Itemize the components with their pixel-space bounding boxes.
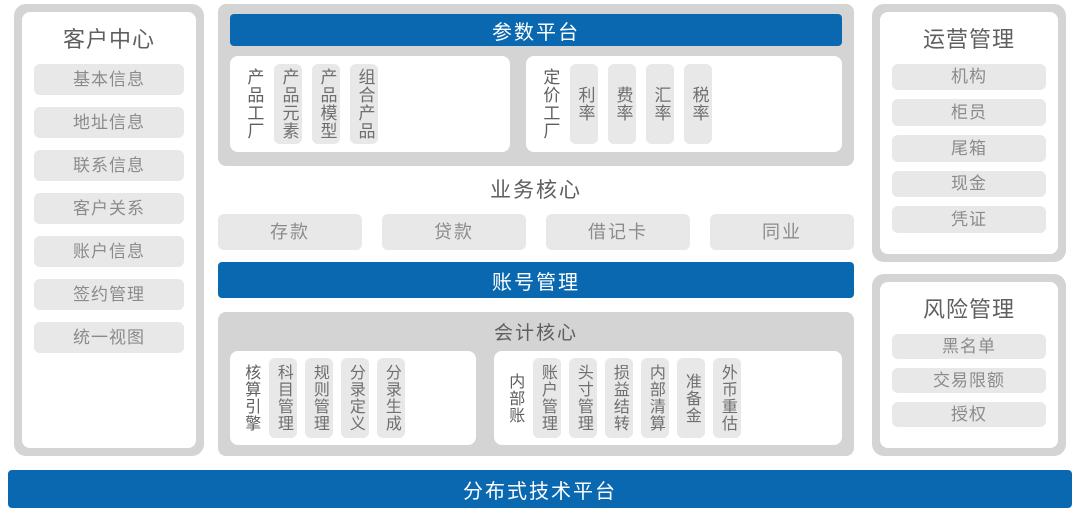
ops-item-cash[interactable]: 现金 (892, 170, 1046, 198)
risk-item-transaction-limit[interactable]: 交易限额 (892, 367, 1046, 393)
customer-center-item-contact-info[interactable]: 联系信息 (34, 149, 184, 181)
internal-settlement-chip[interactable]: 内部清算 (641, 358, 670, 438)
risk-item-blacklist[interactable]: 黑名单 (892, 333, 1046, 359)
accounting-core-title: 会计核心 (493, 323, 578, 344)
tech-platform-bar[interactable]: 分布式技术平台 (8, 470, 1072, 508)
accounting-core-groups: 核算引擎 科目管理 规则管理 分录定义 分录生成 内部账 账户管理 头寸管理 损… (230, 351, 842, 445)
product-factory-label: 产品工厂 (244, 68, 264, 140)
risk-management-title: 风险管理 (922, 297, 1015, 322)
parameter-platform-section: 参数平台 产品工厂 产品元素 产品模型 组合产品 定价工厂 利率 费率 汇率 税… (218, 4, 854, 166)
risk-management-panel: 风险管理 黑名单 交易限额 授权 (872, 274, 1066, 456)
rule-management-chip[interactable]: 规则管理 (305, 358, 334, 438)
customer-center-item-unified-view[interactable]: 统一视图 (34, 321, 184, 353)
position-management-chip[interactable]: 头寸管理 (569, 358, 598, 438)
fee-rate-chip[interactable]: 费率 (608, 64, 637, 144)
risk-item-authorization[interactable]: 授权 (892, 401, 1046, 428)
business-core-title: 业务核心 (490, 179, 582, 202)
tax-rate-chip[interactable]: 税率 (684, 64, 713, 144)
ops-item-teller[interactable]: 柜员 (892, 99, 1046, 126)
business-core-item-deposit[interactable]: 存款 (218, 214, 362, 250)
business-core-item-loan[interactable]: 贷款 (382, 214, 526, 250)
product-factory-group: 产品工厂 产品元素 产品模型 组合产品 (230, 56, 510, 152)
customer-center-item-contract-mgmt[interactable]: 签约管理 (34, 278, 184, 310)
pricing-factory-group: 定价工厂 利率 费率 汇率 税率 (526, 56, 842, 152)
subject-management-chip[interactable]: 科目管理 (269, 358, 298, 438)
business-core-items: 存款 贷款 借记卡 同业 (218, 214, 854, 250)
accounting-engine-label: 核算引擎 (242, 364, 260, 432)
pricing-factory-label: 定价工厂 (540, 68, 560, 140)
entry-definition-chip[interactable]: 分录定义 (341, 358, 370, 438)
ops-item-voucher[interactable]: 凭证 (892, 206, 1046, 234)
risk-management-inner: 风险管理 黑名单 交易限额 授权 (880, 282, 1058, 448)
product-model-chip[interactable]: 产品模型 (312, 64, 341, 144)
internal-account-label: 内部账 (506, 372, 524, 424)
customer-center-item-customer-relation[interactable]: 客户关系 (34, 192, 184, 224)
accounting-core-section: 会计核心 核算引擎 科目管理 规则管理 分录定义 分录生成 内部账 账户管理 头… (218, 312, 854, 456)
account-management-bar[interactable]: 账号管理 (218, 262, 854, 298)
parameter-platform-groups: 产品工厂 产品元素 产品模型 组合产品 定价工厂 利率 费率 汇率 税率 (230, 56, 842, 152)
parameter-platform-title-bar[interactable]: 参数平台 (230, 14, 842, 46)
account-management-chip[interactable]: 账户管理 (533, 358, 562, 438)
operations-management-panel: 运营管理 机构 柜员 尾箱 现金 凭证 (872, 4, 1066, 262)
customer-center-panel: 客户中心 基本信息 地址信息 联系信息 客户关系 账户信息 签约管理 统一视图 (14, 4, 204, 456)
business-core-item-debit-card[interactable]: 借记卡 (546, 214, 690, 250)
business-core-item-interbank[interactable]: 同业 (710, 214, 854, 250)
internal-account-group: 内部账 账户管理 头寸管理 损益结转 内部清算 准备金 外币重估 (494, 351, 842, 445)
accounting-engine-group: 核算引擎 科目管理 规则管理 分录定义 分录生成 (230, 351, 476, 445)
composite-product-chip[interactable]: 组合产品 (350, 64, 379, 144)
customer-center-title: 客户中心 (62, 27, 155, 52)
business-core-section: 业务核心 存款 贷款 借记卡 同业 账号管理 (218, 172, 854, 302)
operations-management-title: 运营管理 (922, 27, 1015, 52)
product-element-chip[interactable]: 产品元素 (274, 64, 303, 144)
interest-rate-chip[interactable]: 利率 (570, 64, 599, 144)
customer-center-inner: 客户中心 基本信息 地址信息 联系信息 客户关系 账户信息 签约管理 统一视图 (22, 12, 196, 448)
reserve-fund-chip[interactable]: 准备金 (677, 358, 706, 438)
exchange-rate-chip[interactable]: 汇率 (646, 64, 675, 144)
profit-loss-carryover-chip[interactable]: 损益结转 (605, 358, 634, 438)
entry-generation-chip[interactable]: 分录生成 (377, 358, 406, 438)
foreign-currency-revaluation-chip[interactable]: 外币重估 (713, 358, 742, 438)
customer-center-item-account-info[interactable]: 账户信息 (34, 235, 184, 267)
operations-management-inner: 运营管理 机构 柜员 尾箱 现金 凭证 (880, 12, 1058, 254)
customer-center-item-address-info[interactable]: 地址信息 (34, 106, 184, 138)
ops-item-institution[interactable]: 机构 (892, 63, 1046, 91)
customer-center-item-basic-info[interactable]: 基本信息 (34, 63, 184, 95)
ops-item-cash-box[interactable]: 尾箱 (892, 134, 1046, 162)
